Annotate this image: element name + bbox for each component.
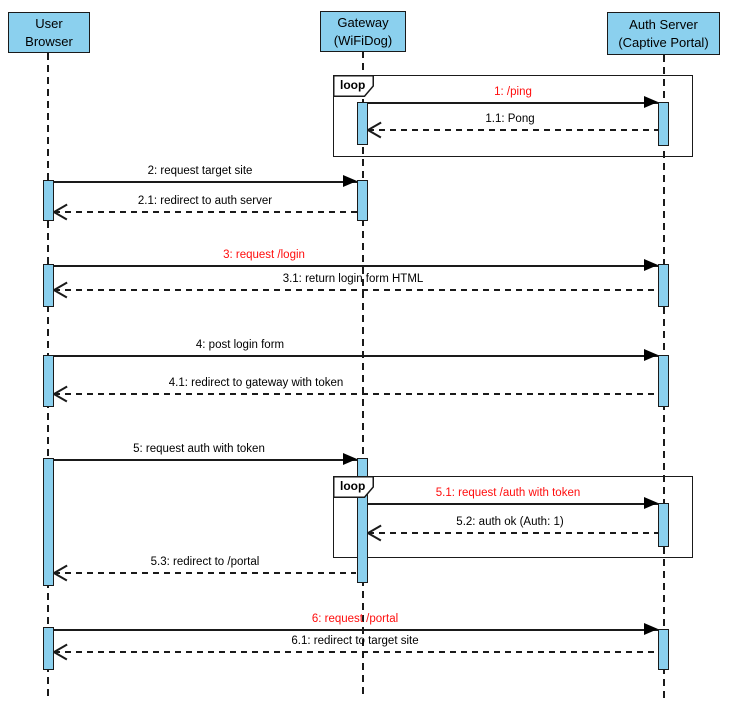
- actor-name-line: Gateway: [337, 14, 389, 30]
- actor-user-browser: User Browser: [8, 12, 90, 53]
- loop-fragment-auth: [333, 476, 693, 558]
- filled-arrowhead-icon: [644, 96, 658, 108]
- loop-operator-tag: loop: [333, 476, 374, 498]
- message-line: [54, 459, 357, 461]
- activation-auth: [658, 503, 669, 547]
- filled-arrowhead-icon: [644, 497, 658, 509]
- message-line: [54, 651, 658, 653]
- activation-gateway: [357, 102, 368, 145]
- actor-auth-server: Auth Server (Captive Portal): [607, 12, 720, 55]
- fragment-pentagon-icon: [333, 75, 374, 97]
- filled-arrowhead-icon: [343, 175, 357, 187]
- actor-name-line: Browser: [25, 33, 73, 49]
- message-line: [54, 289, 658, 291]
- message-line: [368, 129, 658, 131]
- message-line: [368, 503, 658, 505]
- activation-user: [43, 627, 54, 670]
- message-line: [368, 532, 658, 534]
- message-line: [54, 211, 357, 213]
- message-label: 1.1: Pong: [485, 113, 535, 125]
- message-line: [54, 265, 658, 267]
- actor-gateway: Gateway (WiFiDog): [320, 11, 406, 52]
- actor-name-line: (WiFiDog): [333, 32, 393, 48]
- message-line: [54, 393, 658, 395]
- message-line: [54, 572, 356, 574]
- message-label: 5.1: request /auth with token: [435, 487, 581, 499]
- activation-gateway: [357, 180, 368, 221]
- message-label: 5.2: auth ok (Auth: 1): [456, 516, 564, 528]
- message-label: 6.1: redirect to target site: [291, 635, 419, 647]
- loop-fragment-ping: [333, 75, 693, 157]
- message-line: [54, 629, 658, 631]
- actor-name-line: Auth Server: [629, 16, 698, 32]
- message-label: 4.1: redirect to gateway with token: [168, 377, 344, 389]
- message-label: 2.1: redirect to auth server: [137, 195, 273, 207]
- activation-user: [43, 264, 54, 307]
- message-label: 3.1: return login form HTML: [282, 273, 424, 285]
- message-label: 3: request /login: [223, 249, 305, 261]
- message-line: [54, 355, 658, 357]
- activation-auth: [658, 264, 669, 307]
- activation-auth: [658, 629, 669, 670]
- filled-arrowhead-icon: [343, 453, 357, 465]
- loop-operator-tag: loop: [333, 75, 374, 97]
- filled-arrowhead-icon: [644, 349, 658, 361]
- message-line: [54, 181, 357, 183]
- loop-operator-label: loop: [340, 78, 366, 92]
- lifeline-gateway: [362, 51, 364, 698]
- loop-operator-label: loop: [340, 479, 366, 493]
- message-label: 4: post login form: [195, 339, 285, 351]
- fragment-pentagon-icon: [333, 476, 374, 498]
- message-label: 5: request auth with token: [133, 443, 265, 455]
- activation-auth: [658, 355, 669, 407]
- actor-name-line: User: [35, 15, 63, 31]
- actor-name-line: (Captive Portal): [618, 34, 709, 50]
- activation-auth: [658, 102, 669, 146]
- message-label: 1: /ping: [494, 86, 532, 98]
- filled-arrowhead-icon: [644, 623, 658, 635]
- activation-user: [43, 355, 54, 407]
- activation-gateway: [357, 458, 368, 583]
- filled-arrowhead-icon: [644, 259, 658, 271]
- message-label: 5.3: redirect to /portal: [150, 556, 260, 568]
- message-label: 2: request target site: [147, 165, 253, 177]
- message-line: [368, 102, 658, 104]
- activation-user: [43, 458, 54, 586]
- message-label: 6: request /portal: [311, 613, 399, 625]
- activation-user: [43, 180, 54, 221]
